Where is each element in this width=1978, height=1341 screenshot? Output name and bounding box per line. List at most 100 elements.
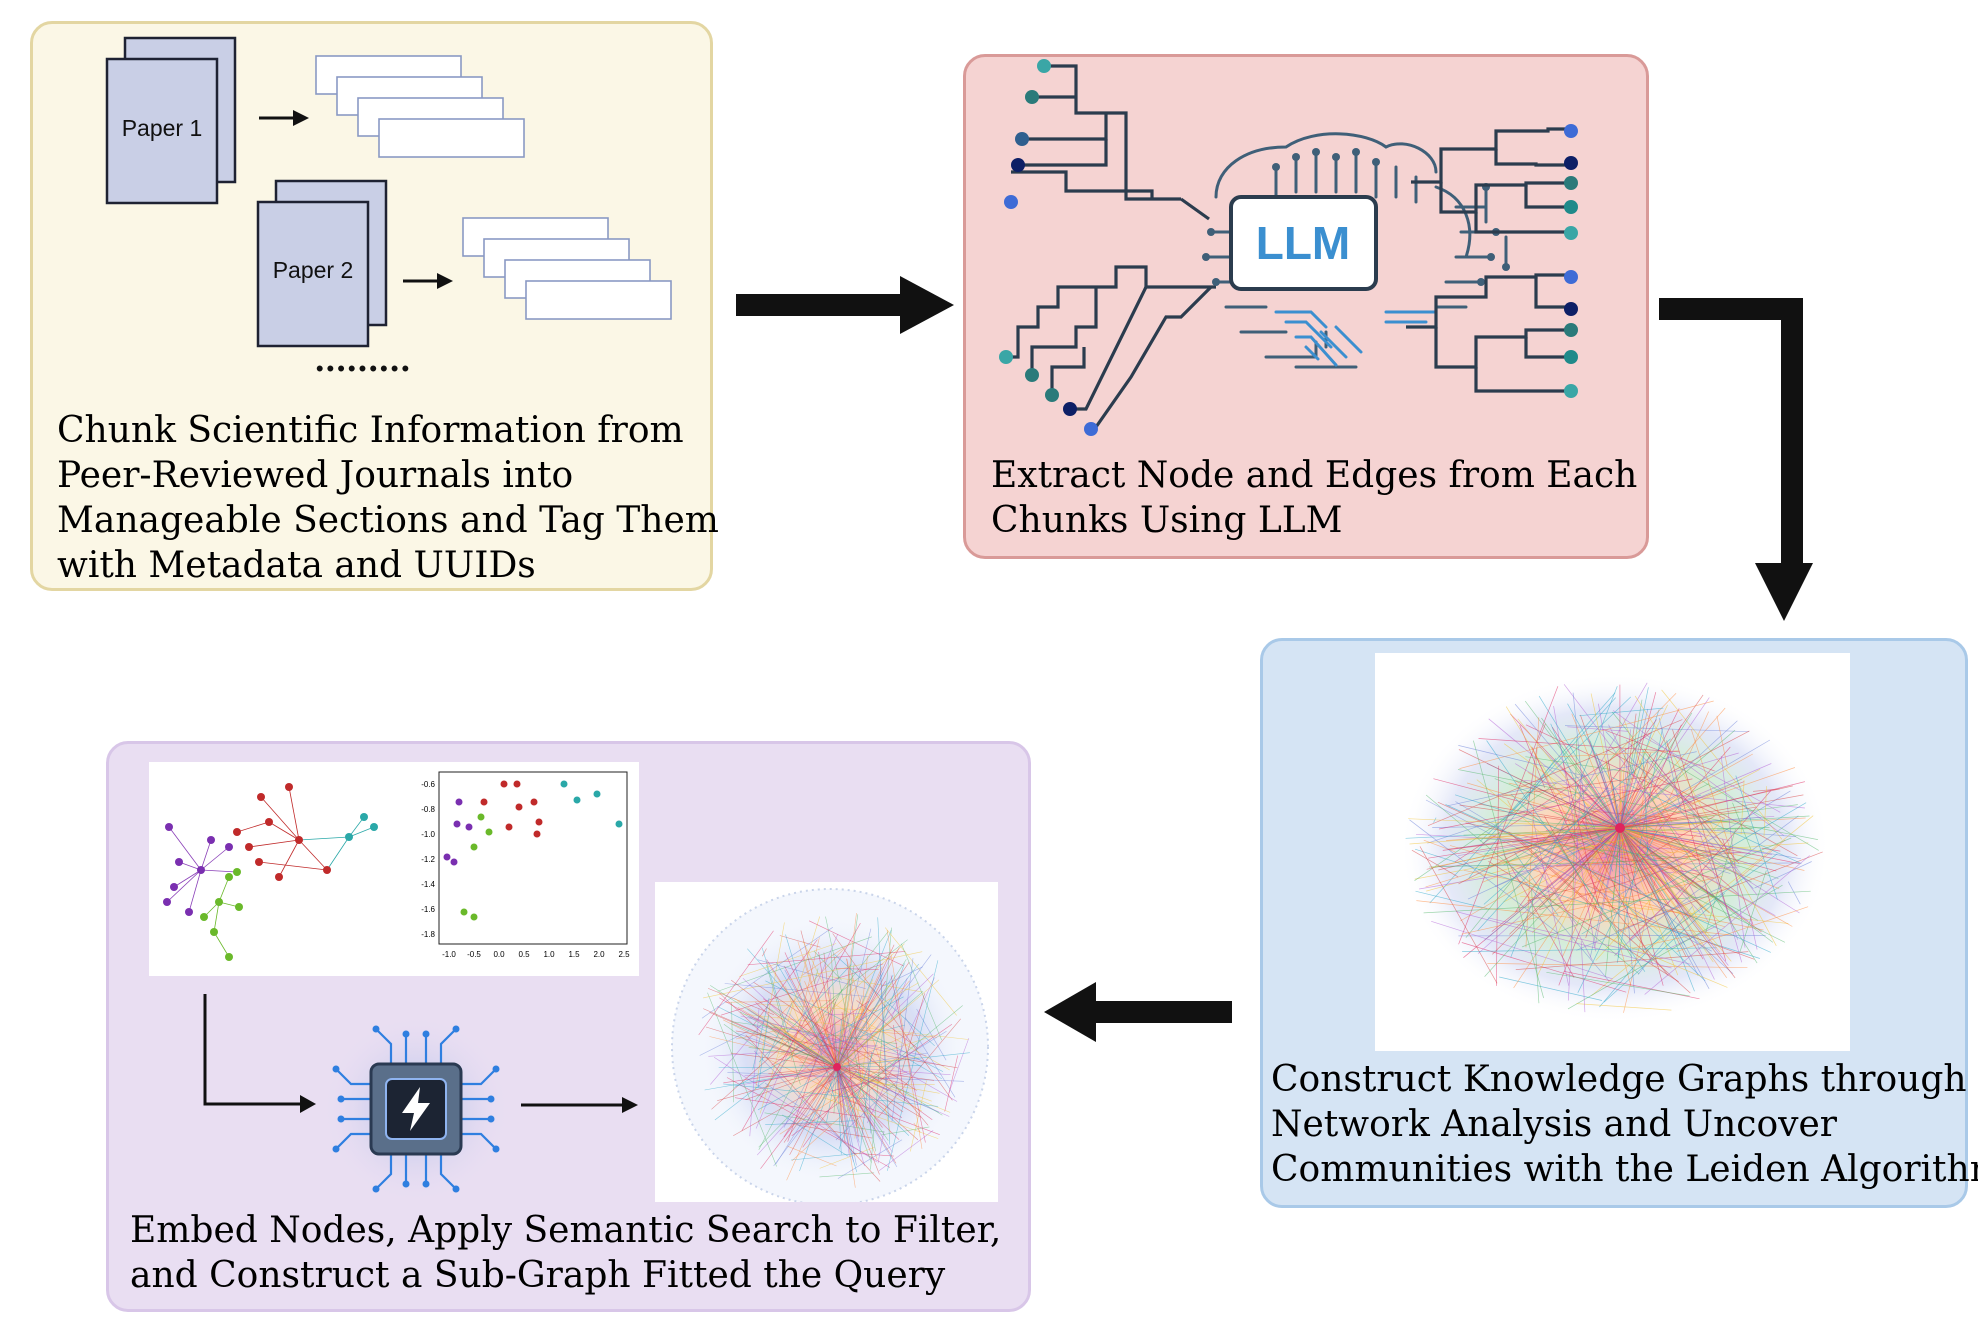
graph-edge (1572, 692, 1588, 839)
graph-edge (1594, 885, 1669, 976)
graph-edge (1619, 827, 1736, 979)
stage-2-panel: LLM (963, 54, 1649, 559)
graph-edge (836, 1052, 970, 1068)
graph-edge (1546, 971, 1690, 997)
graph-edge (1509, 692, 1616, 814)
scatter-y-tick-label: -1.2 (421, 855, 435, 864)
stage-2-caption-line: Extract Node and Edges from Each (991, 455, 1638, 496)
graph-edge (1432, 821, 1713, 828)
stage-3-caption: Construct Knowledge Graphs through Netwo… (1271, 1057, 1978, 1192)
graph-edge (1531, 747, 1597, 889)
paper-2-label: Paper 2 (273, 257, 354, 283)
graph-edge (1676, 906, 1809, 952)
scatter-y-tick-label: -1.0 (421, 830, 435, 839)
graph-edge (757, 1014, 769, 1088)
graph-edge (1720, 755, 1746, 948)
graph-edge (838, 963, 905, 1150)
graph-edge (1581, 802, 1807, 935)
graph-edge (836, 1066, 923, 1112)
embedding-chip-icon (321, 1014, 511, 1204)
graph-edge (1619, 827, 1670, 901)
graph-edge (1612, 781, 1621, 829)
flow-arrow-3-to-4 (1044, 982, 1232, 1042)
stage-4-caption-line: Embed Nodes, Apply Semantic Search to Fi… (130, 1210, 1002, 1251)
graph-edge (1534, 844, 1636, 889)
graph-edge (1462, 947, 1717, 952)
graph-edge (884, 927, 957, 1016)
graph-edge (709, 1036, 838, 1068)
graph-edge (730, 1052, 838, 1068)
graph-edge (1538, 723, 1546, 741)
graph-edge (748, 1016, 843, 1044)
graph-edge (804, 980, 878, 1160)
graph-edge (794, 1007, 876, 1079)
stage-3-panel: Construct Knowledge Graphs through Netwo… (1260, 638, 1978, 1208)
stage-1-caption-line: Chunk Scientific Information from (57, 410, 684, 451)
graph-edge (1749, 918, 1758, 950)
graph-edge (1619, 767, 1796, 829)
graph-edge (836, 979, 874, 1068)
graph-edge (747, 948, 891, 1110)
graph-edge (836, 947, 900, 1068)
graph-edge (1672, 753, 1777, 946)
graph-edge (1416, 900, 1734, 936)
graph-edge (836, 989, 887, 1068)
graph-edge (1486, 740, 1646, 972)
graph-edge (1567, 884, 1783, 1010)
graph-edge (1619, 708, 1680, 829)
scatter-y-tick-label: -1.6 (421, 905, 435, 914)
graph-edge (825, 916, 876, 1152)
graph-edge (1716, 715, 1728, 767)
graph-edge (1661, 689, 1783, 840)
output-dendrogram-bottom (1406, 273, 1566, 393)
graph-edge (1577, 806, 1641, 893)
paper-1-label: Paper 1 (122, 115, 203, 141)
graph-edge (775, 1066, 838, 1165)
graph-edge (1619, 783, 1710, 829)
graph-edge (1619, 709, 1660, 829)
graph-edge (901, 993, 925, 1072)
graph-edge (1492, 827, 1621, 955)
graph-edge (1458, 745, 1587, 777)
graph-edge (1582, 773, 1621, 829)
graph-edge (1612, 710, 1785, 836)
graph-edge (766, 1007, 943, 1116)
graph-edge (818, 951, 838, 1068)
graph-edge (1597, 901, 1755, 960)
graph-edge (803, 998, 838, 1068)
graph-edge (778, 943, 905, 1059)
graph-edge (836, 977, 854, 1068)
graph-edge (802, 941, 830, 998)
graph-edge (845, 958, 885, 1073)
graph-edge (836, 1066, 950, 1117)
graph-edge (1411, 849, 1459, 878)
graph-edge (1559, 694, 1704, 900)
graph-edge (1515, 719, 1657, 912)
graph-edge (1609, 692, 1677, 761)
subgraph-image (655, 882, 998, 1206)
knowledge-graph-hub (1615, 823, 1625, 833)
scatter-x-tick-label: 0.0 (493, 950, 505, 959)
graph-edge (765, 1057, 861, 1105)
subgraph-hub (833, 1063, 841, 1071)
graph-edge (944, 1055, 958, 1112)
graph-edge (1623, 718, 1698, 919)
stage-1-caption: Chunk Scientific Information from Peer-R… (57, 408, 719, 588)
graph-edge (884, 1105, 891, 1134)
graph-edge (1540, 804, 1759, 921)
stage-3-caption-line: Network Analysis and Uncover (1271, 1104, 1837, 1145)
graph-edge (802, 1070, 857, 1148)
graph-edge (1619, 712, 1693, 829)
chunk-arrow-2 (403, 273, 453, 289)
graph-edge (1477, 837, 1704, 861)
scatter-y-tick-label: -1.4 (421, 880, 435, 889)
graph-edge (836, 1066, 951, 1075)
stage-2-caption-line: Chunks Using LLM (991, 500, 1343, 541)
graph-edge (1564, 725, 1749, 733)
graph-edge (819, 1172, 875, 1178)
graph-edge (836, 1066, 935, 1081)
graph-edge (758, 964, 852, 1063)
graph-edge (1787, 881, 1801, 905)
graph-edge (1514, 780, 1621, 829)
graph-edge (801, 942, 852, 976)
